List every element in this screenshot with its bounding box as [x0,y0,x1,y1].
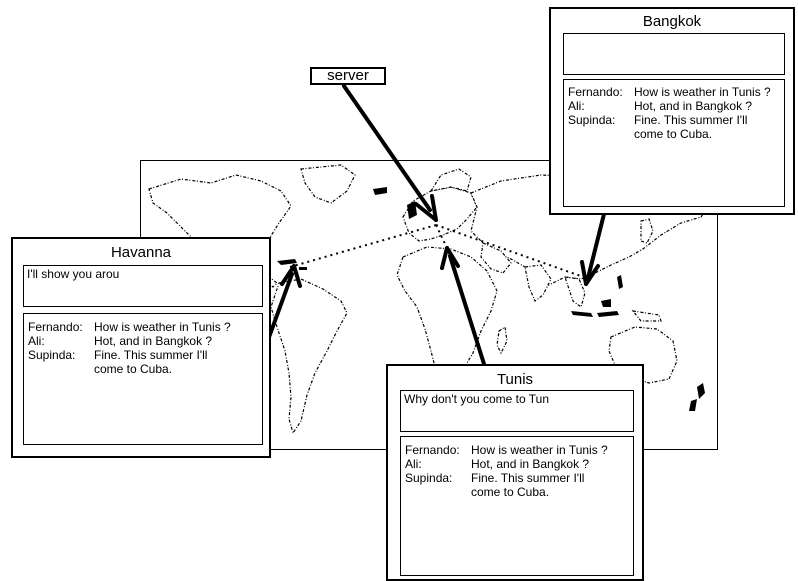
chat-message: Fine. This summer I'll [634,113,748,127]
tunis-message-input[interactable]: Why don't you come to Tun [400,390,634,432]
havanna-chat-window: Havanna I'll show you arou Fernando: How… [11,237,271,458]
new-guinea-outline [631,310,662,322]
south-america-outline [270,278,348,435]
chat-speaker: Ali: [28,334,45,348]
bangkok-chat-log: Fernando: How is weather in Tunis ? Ali:… [563,79,785,207]
bangkok-chat-window: Bangkok Fernando: How is weather in Tuni… [549,7,795,215]
chat-speaker: Supinda: [405,471,453,485]
chat-speaker: Ali: [568,99,585,113]
chat-message: come to Cuba. [471,485,550,499]
tunis-input-text: Why don't you come to Tun [404,392,550,406]
japan-outline [640,218,654,244]
chat-message: Hot, and in Bangkok ? [94,334,213,348]
new-zealand-islands [689,383,705,411]
caribbean-islands [277,259,307,270]
indonesia-islands [571,299,619,317]
chat-message: Fine. This summer I'll [94,348,208,362]
chat-speaker: Ali: [405,457,422,471]
havanna-window-title: Havanna [110,244,172,261]
chat-speaker: Supinda: [568,113,616,127]
chat-message: How is weather in Tunis ? [94,320,231,334]
greenland-outline [300,164,356,204]
havanna-message-input[interactable]: I'll show you arou [23,265,263,307]
bangkok-message-input[interactable] [563,33,785,75]
chat-message: How is weather in Tunis ? [471,443,608,457]
server-label: server [310,67,386,85]
chat-speaker: Supinda: [28,348,76,362]
havanna-input-text: I'll show you arou [27,267,120,281]
africa-outline [396,246,498,384]
scandinavia-outline [429,168,472,192]
iceland [373,187,387,195]
chat-message: come to Cuba. [634,127,713,141]
chat-message: Hot, and in Bangkok ? [471,457,590,471]
tunis-chat-log: Fernando: How is weather in Tunis ? Ali:… [400,436,634,576]
chat-message: Fine. This summer I'll [471,471,585,485]
tunis-chat-window: Tunis Why don't you come to Tun Fernando… [386,364,644,581]
southeast-asia-outline [564,276,586,309]
chat-speaker: Fernando: [28,320,83,334]
tunis-window-title: Tunis [496,371,534,388]
chat-message: How is weather in Tunis ? [634,85,771,99]
bangkok-window-title: Bangkok [642,13,702,30]
madagascar-outline [496,325,508,355]
havanna-chat-log: Fernando: How is weather in Tunis ? Ali:… [23,313,263,445]
chat-message: come to Cuba. [94,362,173,376]
chat-message: Hot, and in Bangkok ? [634,99,753,113]
chat-speaker: Fernando: [568,85,623,99]
philippines-islands [617,275,623,289]
chat-speaker: Fernando: [405,443,460,457]
